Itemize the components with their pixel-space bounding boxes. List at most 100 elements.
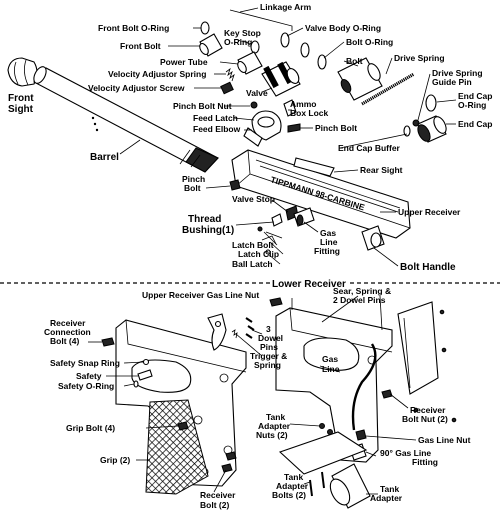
label-tank-adapter-2: Adapter [370,493,403,503]
label-receiver-connection-bolt-1: Receiver [50,318,86,328]
label-drive-spring-guide-2: Guide Pin [432,77,472,87]
tank-adapter-part [329,463,371,509]
end-cap-buffer-part [403,125,411,137]
label-receiver-bolt-2: Bolt (2) [200,500,229,510]
ammo-box-lock-part [283,99,297,117]
barrel-part [33,66,219,173]
tank-adapter-base-part [278,431,368,475]
label-sear-spring-2: 2 Dowel Pins [333,295,386,305]
safety-oring-part [133,380,139,388]
tank-adapter-nuts-part [319,423,333,435]
label-thread-bushing-1: Thread [188,214,221,225]
label-thread-bushing-2: Bushing(1) [182,225,234,236]
label-bolt-oring: Bolt O-Ring [346,37,393,47]
dowel-pins-part [245,317,255,339]
label-gas-line-fitting-3: Fitting [314,246,340,256]
leader-lines [88,7,457,495]
velocity-adjustor-screw-part [220,81,234,95]
label-upper-receiver: Upper Receiver [398,207,461,217]
label-pinch-bolt-nut: Pinch Bolt Nut [173,101,232,111]
gas-line-fitting-part [293,207,315,227]
label-gas-line-fitting-90-1: 90° Gas Line [380,448,431,458]
power-tube-part [237,51,263,75]
front-sight-part [7,57,38,87]
grip-part [145,399,209,495]
label-receiver-bolt-1: Receiver [200,490,236,500]
label-linkage-arm: Linkage Arm [260,2,312,12]
label-three-dowel-pins-1: 3 [266,324,271,334]
pinch-bolt-lower-part [229,179,241,191]
lower-receiver-right-part [275,307,393,463]
label-gas-line-2: Line [322,364,340,374]
pinch-bolt-part [287,123,301,133]
label-receiver-connection-bolt-2: Connection [44,327,91,337]
tank-adapter-bolts-part [309,471,325,497]
label-safety: Safety [76,371,102,381]
label-grip-bolt: Grip Bolt (4) [66,423,115,433]
label-ammo-box-lock-2: Box Lock [290,108,329,118]
label-end-cap-oring-2: O-Ring [458,100,486,110]
feed-elbow-part [243,101,282,147]
latch-bolt-part [257,226,283,239]
label-pinch-bolt-lower-1: Pinch [182,174,205,184]
label-grip: Grip (2) [100,455,130,465]
label-gas-line-fitting-90-2: Fitting [412,457,438,467]
label-trigger-spring-2: Spring [254,360,281,370]
label-velocity-adjustor-screw: Velocity Adjustor Screw [88,83,185,93]
front-bolt-oring-part [200,21,210,35]
label-front-bolt-oring: Front Bolt O-Ring [98,23,169,33]
label-pinch-bolt-lower-2: Bolt [184,183,201,193]
label-ball-latch: Ball Latch [232,259,273,269]
label-receiver-bolt-nut-2: Bolt Nut (2) [402,414,448,424]
latch-clip-part [261,235,277,245]
callout-labels: Linkage Arm Front Bolt O-Ring Valve Body… [8,2,492,510]
label-end-cap: End Cap [458,119,492,129]
label-ammo-box-lock-1: Ammo [290,99,316,109]
bolt-oring-part [317,54,327,70]
gas-line-part [351,343,377,431]
bolt-handle-part [361,225,385,251]
end-cap-oring-part [425,94,437,112]
label-key-stop-oring-2: O-Ring [224,37,252,47]
label-sear-spring-1: Sear, Spring & [333,286,391,296]
label-tank-adapter-1: Tank [380,484,399,494]
label-drive-spring-guide-1: Drive Spring [432,68,483,78]
label-latch-bolt: Latch Bolt [232,240,274,250]
receiver-bolts-part [221,451,237,473]
label-velocity-adjustor-spring: Velocity Adjustor Spring [108,69,206,79]
label-upper-receiver-gas-line-nut: Upper Receiver Gas Line Nut [142,290,259,300]
valve-part [261,61,301,97]
label-gas-line-1: Gas [322,354,338,364]
label-three-dowel-pins-3: Pins [260,342,278,352]
label-bolt: Bolt [346,56,363,66]
label-drive-spring: Drive Spring [394,53,445,63]
label-tank-adapter-nuts-2: Adapter [258,421,291,431]
velocity-adjustor-spring-part [225,67,235,82]
label-gas-line-fitting-1: Gas [320,228,336,238]
end-cap-part [417,115,447,143]
right-grip-panel-part [397,301,439,395]
front-bolt-part [199,33,223,57]
label-front-sight-2: Sight [8,104,34,115]
gas-line-nut-part [355,429,367,441]
label-tank-adapter-bolts-3: Bolts (2) [272,490,306,500]
label-tank-adapter-bolts-1: Tank [284,472,303,482]
safety-snap-ring-part [142,358,150,366]
label-trigger-spring-1: Trigger & [250,351,287,361]
label-valve: Valve [246,88,268,98]
label-tank-adapter-nuts-1: Tank [266,412,285,422]
bolt-part [337,57,383,101]
rear-sight-part [293,157,335,177]
valve-body-oring-part-a [280,32,290,48]
trigger-part [207,313,227,351]
drive-spring-part [361,72,415,106]
thread-bushing-part [271,213,283,227]
label-valve-stop: Valve Stop [232,194,275,204]
label-feed-elbow: Feed Elbow [193,124,241,134]
label-valve-body-oring: Valve Body O-Ring [305,23,381,33]
label-safety-oring: Safety O-Ring [58,381,114,391]
loose-screws-part [413,309,457,423]
label-key-stop-oring-1: Key Stop [224,28,261,38]
label-receiver-bolt-nut-1: Receiver [410,405,446,415]
